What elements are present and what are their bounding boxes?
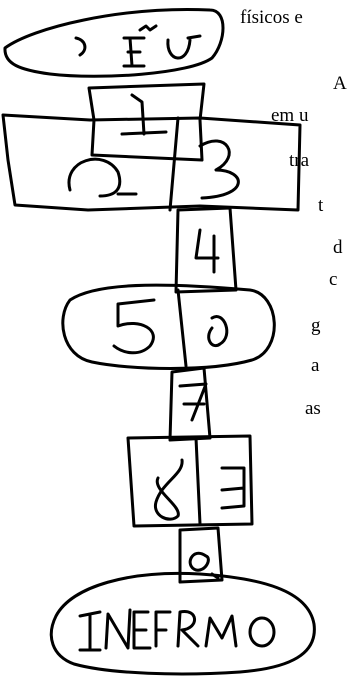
row-5-6-divider — [178, 290, 186, 366]
box-8-digit — [155, 460, 182, 519]
box-1-digit — [122, 95, 166, 134]
hopscotch-row-8-9 — [128, 436, 252, 526]
hopscotch-row-5-6 — [63, 285, 274, 368]
hopscotch-box-1 — [89, 84, 204, 160]
box-7-digit — [180, 384, 206, 420]
box-4-digit — [196, 230, 218, 272]
hopscotch-row-2-3 — [3, 115, 300, 210]
bottom-oval-lettering — [80, 610, 274, 650]
box-3-digit — [200, 141, 238, 198]
row-8-9-divider — [196, 438, 200, 524]
box-2-digit — [69, 159, 136, 196]
box-9-digit — [222, 468, 244, 508]
row-2-3-divider — [170, 118, 178, 210]
box-6-digit — [209, 316, 227, 345]
hopscotch-box-4 — [176, 208, 236, 292]
box-5-digit — [114, 300, 154, 353]
top-oval-lettering — [76, 26, 200, 66]
